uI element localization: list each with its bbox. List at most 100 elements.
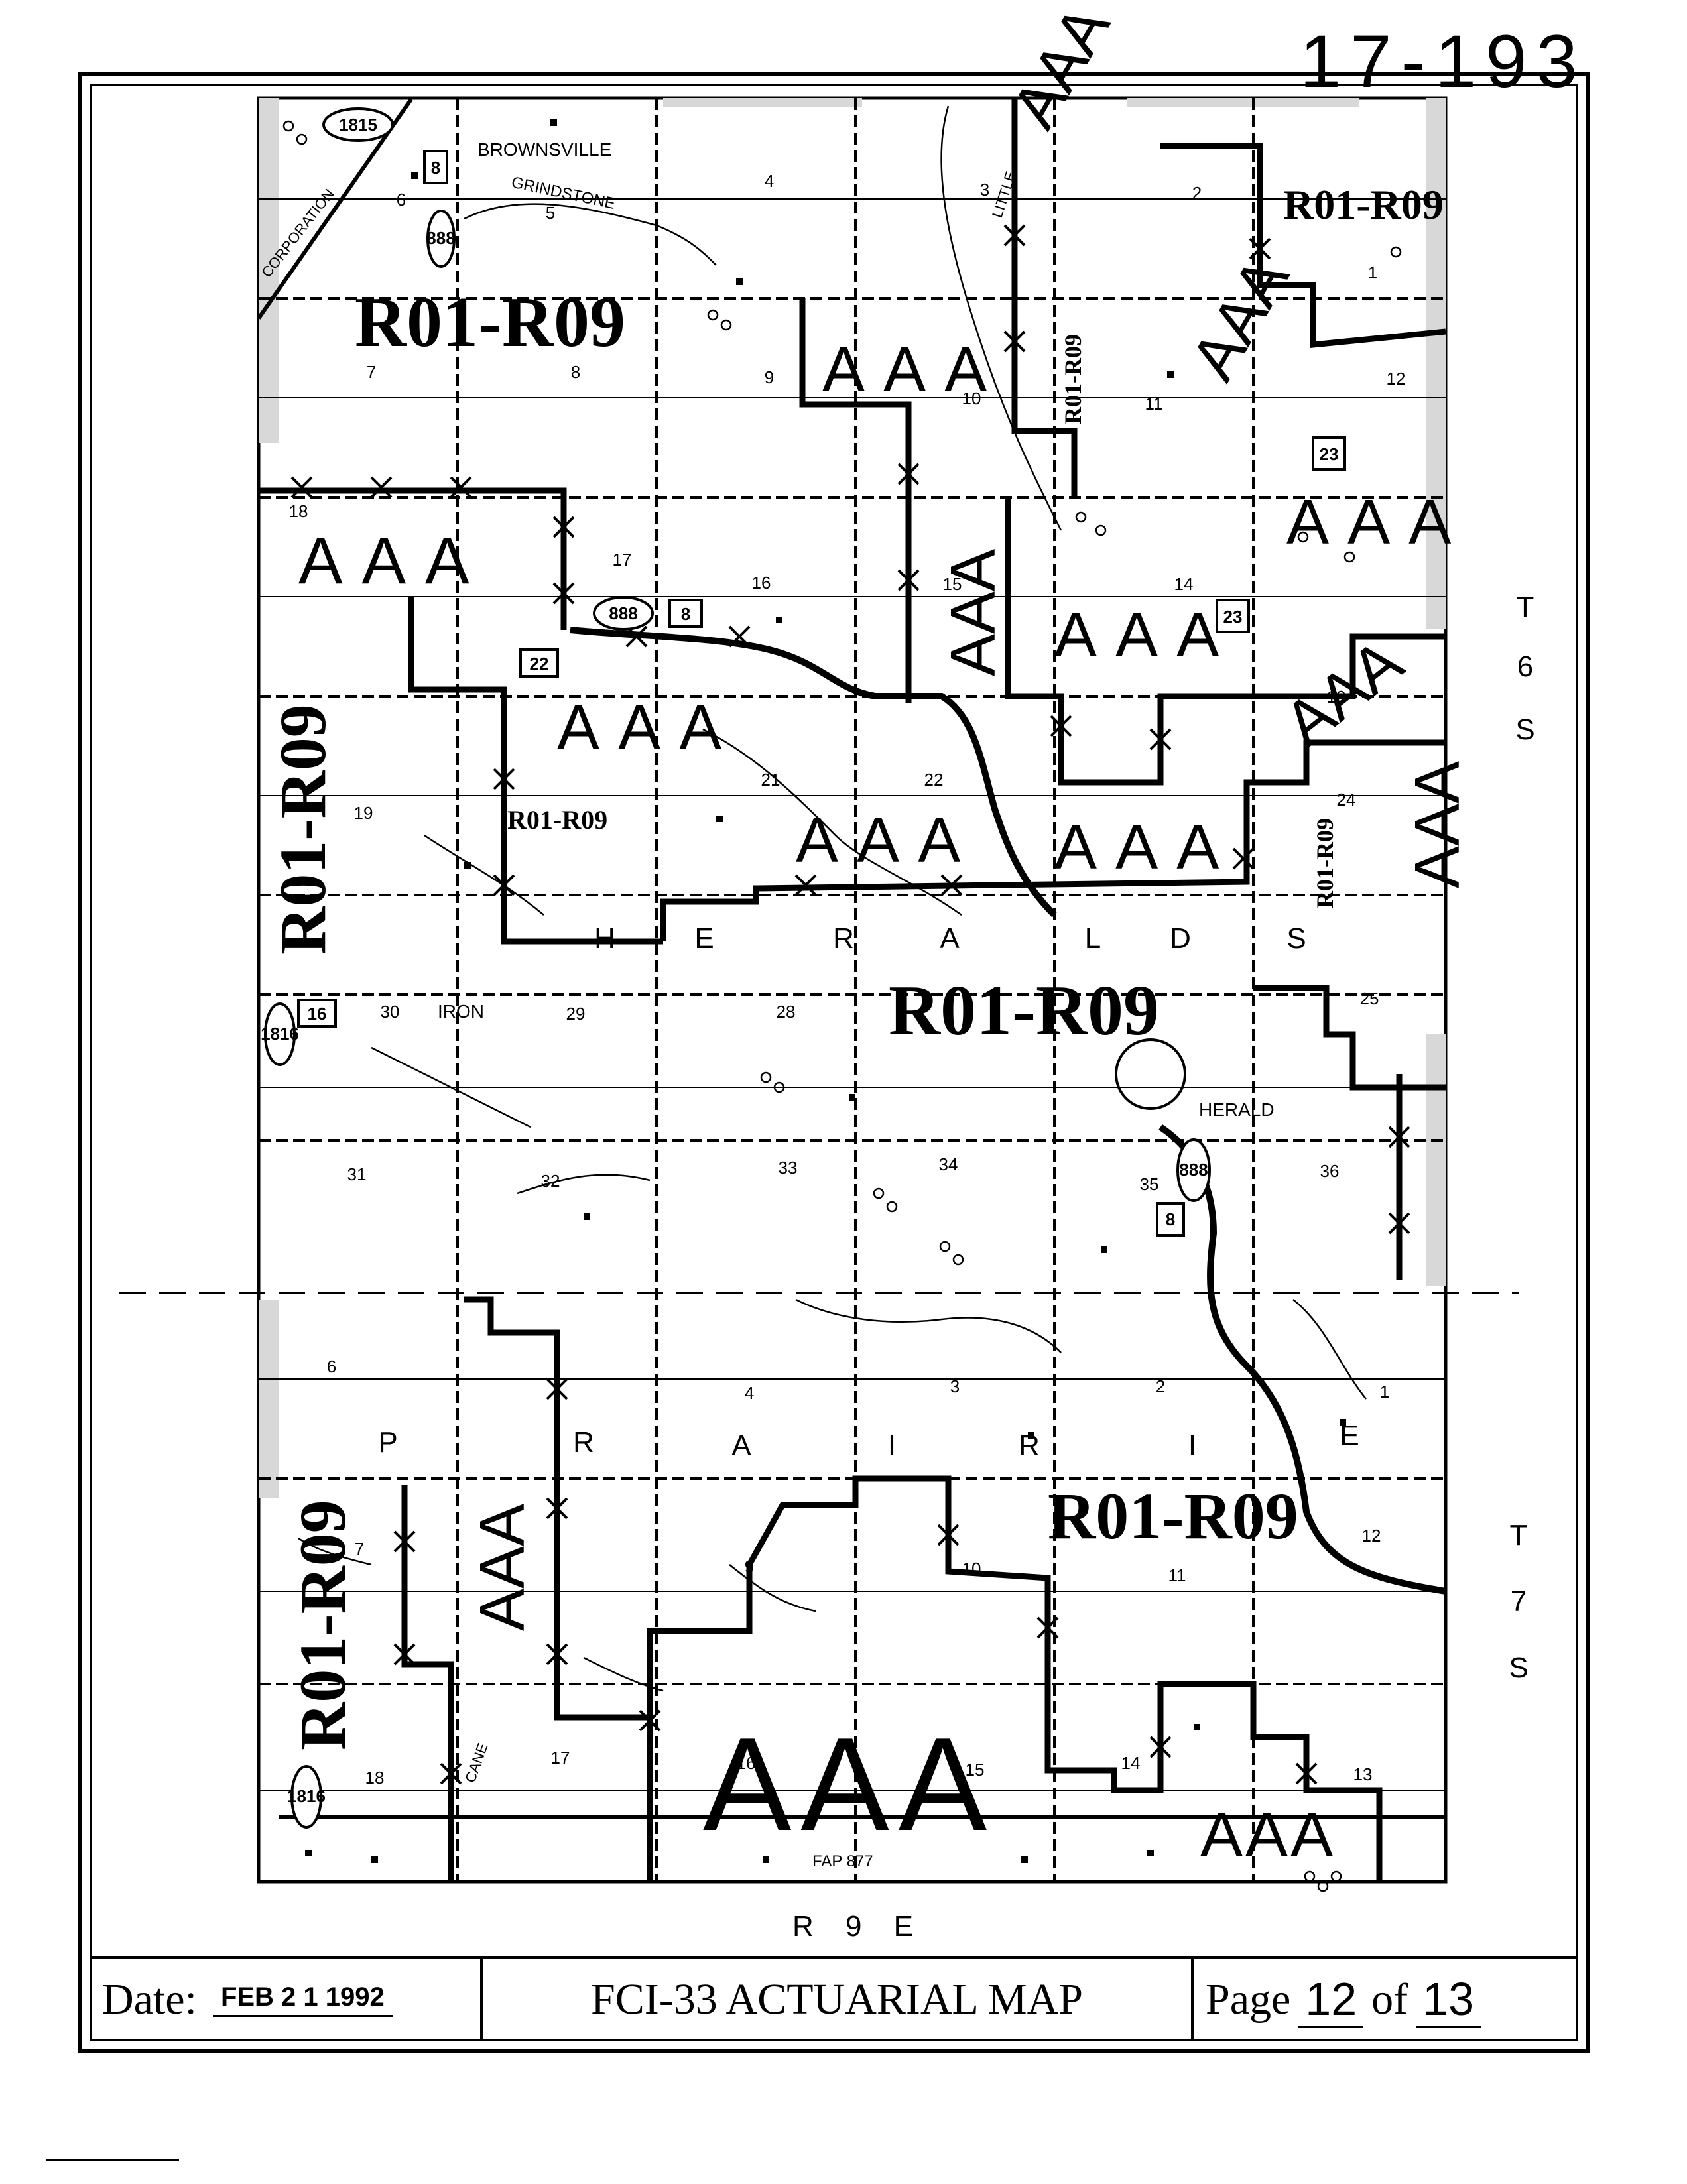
prairie-township-letters: P R A I R I E (378, 1420, 1359, 1462)
handwritten-map-id: 17-193 (1300, 20, 1587, 103)
map-footer: Date: FEB 2 1 1992 FCI-33 ACTUARIAL MAP … (90, 1956, 1578, 2041)
zone-r01r09-east-small: R01-R09 (1312, 818, 1338, 908)
zone-aaa-c2: A A A (1054, 812, 1223, 882)
zone-aaa-sw-vert: AAA (467, 1504, 538, 1631)
zone-aaa-e1: A A A (1054, 599, 1223, 670)
township-side-labels: T 6 S T 7 S R 9 E (792, 591, 1535, 1943)
zone-aaa-c1: A A A (796, 805, 964, 876)
t7s-s: S (1509, 1652, 1528, 1684)
map-label: 21 (761, 770, 781, 790)
t6s-t: T (1517, 591, 1534, 623)
map-label: 16 (737, 1753, 756, 1773)
map-label: 18 (289, 501, 308, 521)
map-label: 22 (924, 770, 944, 790)
map-label: 4 (745, 1383, 754, 1403)
zone-aaa-se: AAA (1200, 1799, 1336, 1870)
scan-edge-line (46, 2159, 179, 2161)
map-title: FCI-33 ACTUARIAL MAP (591, 1975, 1083, 2024)
zone-r01r09-sw: R01-R09 (286, 1500, 359, 1750)
map-label: A (731, 1429, 751, 1462)
route-8-mid: 8 (681, 604, 690, 624)
map-label: 11 (1168, 1565, 1186, 1585)
map-label: 5 (546, 203, 555, 223)
map-label: 14 (1174, 574, 1194, 594)
zone-aaa-large: AAA (703, 1711, 996, 1858)
boundary-ticks (290, 224, 1410, 1785)
zone-boundaries (259, 99, 1446, 1882)
map-label: 12 (1362, 1526, 1381, 1546)
place-brownsville: BROWNSVILLE (477, 139, 611, 160)
highways (257, 98, 1446, 1819)
page-total: 13 (1416, 1972, 1481, 2028)
route-8-south: 8 (1166, 1209, 1175, 1229)
map-label: 17 (551, 1748, 570, 1768)
herald-township-letters: H E R A L D S (594, 922, 1306, 955)
map-label: 14 (1121, 1753, 1141, 1773)
date-stamp: FEB 2 1 1992 (212, 1982, 393, 2017)
route-22: 22 (530, 654, 549, 674)
map-label: H (594, 922, 615, 955)
farmsteads (305, 119, 1346, 1863)
map-label: 19 (354, 803, 373, 823)
map-label: R (833, 922, 854, 955)
zone-aaa-east-vert: AAA (1402, 761, 1473, 888)
route-1815: 1815 (339, 115, 377, 135)
map-label: S (1286, 922, 1306, 955)
route-1816-south: 1816 (287, 1786, 326, 1806)
map-label: E (1340, 1420, 1359, 1452)
page-number: 12 (1298, 1972, 1364, 2028)
map-label: 11 (1145, 394, 1163, 414)
map-label: 3 (980, 180, 989, 200)
route-8-north: 8 (431, 158, 440, 178)
route-888-north: 888 (426, 228, 455, 248)
map-label: 13 (1353, 1764, 1373, 1784)
title-cell: FCI-33 ACTUARIAL MAP (483, 1959, 1194, 2041)
map-label: 7 (367, 362, 376, 382)
range-label: R 9 E (792, 1910, 925, 1943)
route-16: 16 (308, 1004, 327, 1024)
page-cell: Page 12 of 13 (1194, 1959, 1578, 2041)
map-label: 9 (765, 367, 774, 387)
map-label: 16 (752, 573, 771, 593)
map-label: 17 (613, 550, 632, 570)
zone-aaa-ne-diag: AAA (1178, 246, 1303, 392)
route-23-north: 23 (1320, 444, 1339, 464)
zone-r01r09-nw: R01-R09 (355, 283, 625, 362)
map-label: 34 (939, 1154, 958, 1174)
map-label: 2 (1156, 1376, 1165, 1396)
date-label: Date: (102, 1975, 197, 2024)
zone-r01r09-north-small: R01-R09 (1060, 334, 1086, 424)
map-label: 6 (327, 1357, 336, 1376)
map-label: A (940, 922, 960, 955)
zone-r01r09-small: R01-R09 (507, 805, 607, 835)
route-888-south: 888 (1179, 1160, 1208, 1180)
zone-aaa-w1: A A A (298, 524, 473, 598)
map-label: 12 (1387, 369, 1406, 389)
zone-aaa-e2: A A A (1286, 487, 1455, 558)
map-label: 2 (1192, 183, 1202, 203)
page-label: Page (1206, 1975, 1291, 2024)
inner-frame (90, 84, 1578, 2041)
t7s-7: 7 (1511, 1585, 1527, 1618)
map-label: 33 (779, 1158, 798, 1178)
map-label: 18 (365, 1768, 385, 1788)
map-label: 1 (1368, 263, 1377, 282)
map-label: 7 (355, 1539, 364, 1559)
map-label: 1 (1380, 1382, 1389, 1402)
map-label: 8 (571, 362, 580, 382)
map-label: I (1188, 1429, 1196, 1462)
map-label: R (1019, 1429, 1040, 1462)
outer-frame (78, 72, 1590, 2053)
place-fap: FAP 877 (812, 1852, 873, 1870)
r01-r09-stamps: R01-R09 R01-R09 R01-R09 R01-R09 R01-R09 … (266, 181, 1444, 1750)
of-label: of (1371, 1975, 1408, 2024)
map-label: 9 (745, 1557, 754, 1577)
map-label: 15 (966, 1760, 985, 1780)
map-label: 30 (381, 1002, 400, 1022)
stipple-edges (259, 98, 1446, 1498)
map-label: 35 (1140, 1174, 1159, 1194)
thin-lines (259, 198, 1446, 1791)
route-23-mid: 23 (1223, 607, 1243, 627)
map-label: P (378, 1426, 397, 1459)
map-label: D (1170, 922, 1191, 955)
